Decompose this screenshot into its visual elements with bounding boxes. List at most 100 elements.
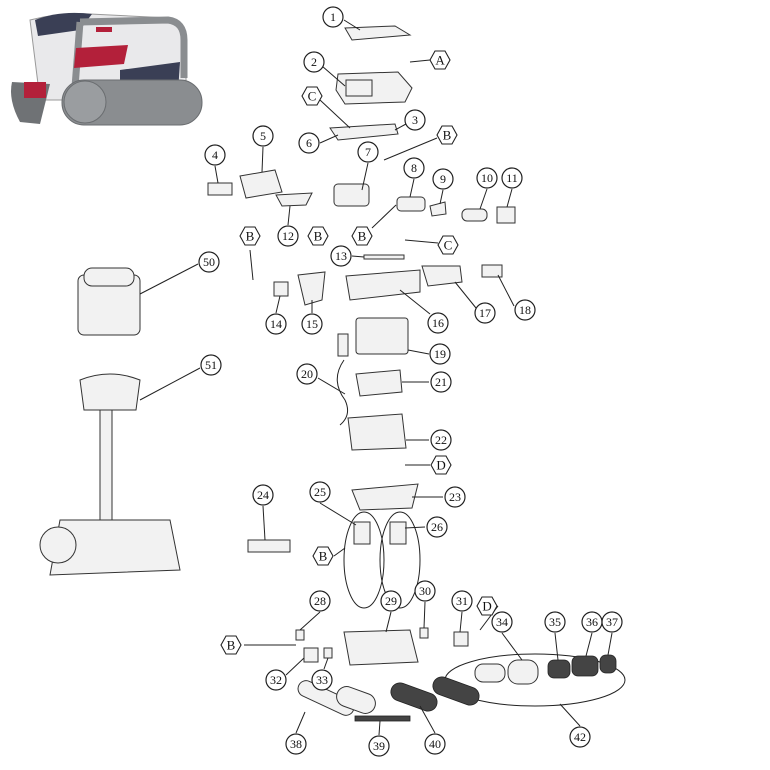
- svg-text:37: 37: [606, 615, 618, 629]
- svg-text:C: C: [308, 89, 317, 104]
- callout-40: 40: [424, 733, 446, 755]
- callout-10: 10: [476, 167, 498, 189]
- callout-34: 34: [491, 611, 513, 633]
- callout-13: 13: [330, 245, 352, 267]
- svg-text:13: 13: [335, 249, 347, 263]
- ref-d: D: [430, 455, 452, 475]
- svg-text:10: 10: [481, 171, 493, 185]
- svg-text:23: 23: [449, 490, 461, 504]
- callout-38: 38: [285, 733, 307, 755]
- callout-14: 14: [265, 313, 287, 335]
- svg-text:5: 5: [260, 129, 266, 143]
- svg-text:7: 7: [365, 145, 371, 159]
- callout-15: 15: [301, 313, 323, 335]
- svg-text:42: 42: [574, 730, 586, 744]
- callout-24: 24: [252, 484, 274, 506]
- svg-text:33: 33: [316, 673, 328, 687]
- callout-36: 36: [581, 611, 603, 633]
- callout-11: 11: [501, 167, 523, 189]
- callout-33: 33: [311, 669, 333, 691]
- callout-20: 20: [296, 363, 318, 385]
- callout-26: 26: [426, 516, 448, 538]
- svg-text:B: B: [246, 229, 255, 244]
- svg-text:15: 15: [306, 317, 318, 331]
- ref-b: B: [307, 226, 329, 246]
- svg-text:21: 21: [435, 375, 447, 389]
- svg-text:9: 9: [440, 172, 446, 186]
- svg-text:50: 50: [203, 255, 215, 269]
- svg-text:B: B: [443, 128, 452, 143]
- ref-b: B: [312, 546, 334, 566]
- svg-text:D: D: [436, 458, 445, 473]
- ref-c: C: [437, 235, 459, 255]
- ref-c: C: [301, 86, 323, 106]
- callout-29: 29: [380, 590, 402, 612]
- svg-text:36: 36: [586, 615, 598, 629]
- ref-b: B: [436, 125, 458, 145]
- callout-51: 51: [200, 354, 222, 376]
- ref-d: D: [476, 596, 498, 616]
- svg-text:51: 51: [205, 358, 217, 372]
- callout-4: 4: [204, 144, 226, 166]
- svg-text:16: 16: [432, 316, 444, 330]
- ref-b: B: [351, 226, 373, 246]
- robot-product-image: [11, 12, 203, 126]
- svg-text:24: 24: [257, 488, 269, 502]
- svg-text:2: 2: [311, 55, 317, 69]
- svg-text:B: B: [319, 549, 328, 564]
- callout-32: 32: [265, 669, 287, 691]
- callout-23: 23: [444, 486, 466, 508]
- svg-text:31: 31: [456, 594, 468, 608]
- callout-17: 17: [474, 302, 496, 324]
- part-shapes: [39, 25, 626, 722]
- callout-42: 42: [569, 726, 591, 748]
- svg-text:B: B: [227, 638, 236, 653]
- svg-text:32: 32: [270, 673, 282, 687]
- leader-lines: [139, 19, 613, 736]
- svg-text:12: 12: [282, 229, 294, 243]
- svg-text:29: 29: [385, 594, 397, 608]
- svg-text:8: 8: [411, 161, 417, 175]
- svg-text:19: 19: [434, 347, 446, 361]
- callout-35: 35: [544, 611, 566, 633]
- svg-text:B: B: [314, 229, 323, 244]
- callout-8: 8: [403, 157, 425, 179]
- svg-text:6: 6: [306, 136, 312, 150]
- callout-22: 22: [430, 429, 452, 451]
- callout-18: 18: [514, 299, 536, 321]
- callout-30: 30: [414, 580, 436, 602]
- callout-12: 12: [277, 225, 299, 247]
- ref-a: A: [429, 50, 451, 70]
- callout-19: 19: [429, 343, 451, 365]
- svg-text:38: 38: [290, 737, 302, 751]
- svg-text:35: 35: [549, 615, 561, 629]
- svg-text:26: 26: [431, 520, 443, 534]
- ref-b: B: [220, 635, 242, 655]
- callout-50: 50: [198, 251, 220, 273]
- svg-text:25: 25: [314, 485, 326, 499]
- svg-text:18: 18: [519, 303, 531, 317]
- callout-1: 1: [322, 6, 344, 28]
- svg-text:20: 20: [301, 367, 313, 381]
- callout-9: 9: [432, 168, 454, 190]
- callout-21: 21: [430, 371, 452, 393]
- callout-3: 3: [404, 109, 426, 131]
- svg-text:22: 22: [435, 433, 447, 447]
- svg-text:D: D: [482, 599, 491, 614]
- svg-text:11: 11: [506, 171, 518, 185]
- callout-6: 6: [298, 132, 320, 154]
- callout-7: 7: [357, 141, 379, 163]
- callout-5: 5: [252, 125, 274, 147]
- svg-text:39: 39: [373, 739, 385, 753]
- callout-16: 16: [427, 312, 449, 334]
- callout-28: 28: [309, 590, 331, 612]
- svg-text:17: 17: [479, 306, 491, 320]
- callout-25: 25: [309, 481, 331, 503]
- svg-text:14: 14: [270, 317, 282, 331]
- svg-text:30: 30: [419, 584, 431, 598]
- ref-b: B: [239, 226, 261, 246]
- callout-37: 37: [601, 611, 623, 633]
- svg-text:C: C: [444, 238, 453, 253]
